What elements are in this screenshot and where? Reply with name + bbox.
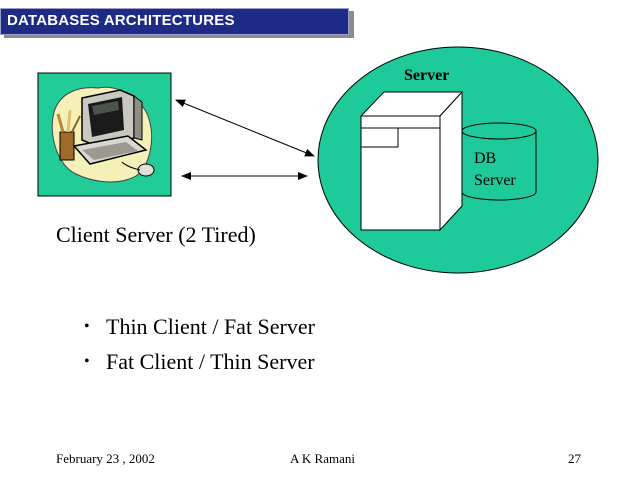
db-server-label: DB Server: [474, 148, 516, 192]
connection-arrow-diagonal: [175, 99, 315, 157]
bullet-dot-icon: •: [84, 353, 90, 370]
bullet-text: Thin Client / Fat Server: [106, 314, 315, 339]
db-cylinder: [461, 122, 537, 201]
footer-author: A K Ramani: [290, 451, 355, 466]
bullet-list: • Thin Client / Fat Server • Fat Client / …: [84, 309, 315, 379]
slide-title: DATABASES ARCHITECTURES: [7, 12, 235, 29]
bullet-dot-icon: •: [84, 318, 90, 335]
bullet-item: • Fat Client / Thin Server: [84, 344, 315, 379]
db-label-line1: DB: [474, 150, 497, 167]
bullet-item: • Thin Client / Fat Server: [84, 309, 315, 344]
server-tower: [359, 90, 464, 232]
header-bar: DATABASES ARCHITECTURES: [0, 8, 349, 35]
footer-date: February 23 , 2002: [56, 451, 155, 466]
architecture-subtitle: Client Server (2 Tired): [56, 222, 256, 247]
footer-page-number: 27: [568, 451, 581, 466]
bullet-text: Fat Client / Thin Server: [106, 349, 315, 374]
db-label-line2: Server: [474, 172, 516, 189]
server-label: Server: [404, 67, 450, 84]
computer-clipart-icon: [51, 86, 155, 183]
